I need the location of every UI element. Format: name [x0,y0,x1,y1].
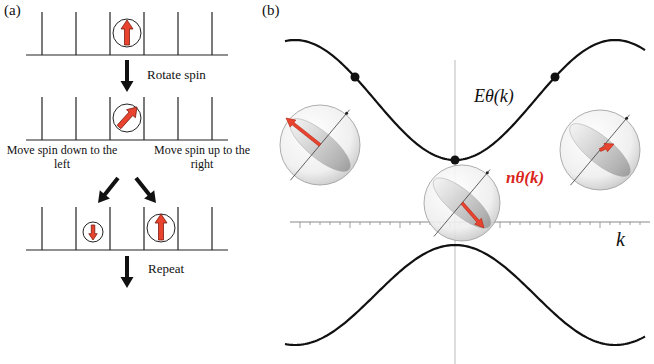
axis-tick [630,222,631,225]
step-label: Move spin up to the right [146,144,258,172]
axis-tick [590,222,591,225]
step-label: Rotate spin [147,68,206,83]
axis-tick [320,222,321,225]
lattice-wall [109,97,110,140]
spin-site [147,214,175,242]
axis-tick [400,222,401,228]
band-panel [280,40,650,364]
spin-arrow [155,214,167,240]
panel-label: (a) [4,2,21,19]
lattice-wall [177,207,178,250]
step-arrow [121,60,134,92]
axis-tick [350,222,351,228]
spin-arrow [121,20,133,45]
spin-arrow [89,225,97,240]
lattice-wall [41,207,42,250]
axis-tick [380,222,381,225]
spin-site [113,104,141,132]
axis-label: k [616,228,625,251]
lower-band [285,245,645,345]
axis-tick [310,222,311,225]
spin-arrow [117,107,137,129]
axis-tick [500,222,501,228]
axis-tick [330,222,331,225]
lattice-line [26,139,228,140]
vector-label: nθ(k) [506,168,544,188]
lattice-wall [143,97,144,140]
lattice-wall [75,12,76,55]
step-arrow [121,256,134,288]
lattice-wall [177,97,178,140]
axis-tick [550,222,551,228]
step-arrow [98,177,120,203]
lattice-wall [177,12,178,55]
band-point [451,156,460,165]
lattice-wall [109,12,110,55]
axis-tick [600,222,601,228]
bloch-sphere [280,105,360,185]
axis-tick [540,222,541,225]
axis-tick [370,222,371,225]
lattice-wall [211,97,212,140]
band-point [551,73,560,82]
lattice-wall [75,97,76,140]
axis-tick [410,222,411,225]
lattice-wall [143,12,144,55]
lattice-wall [143,207,144,250]
lattice-line [26,249,228,250]
axis-tick [610,222,611,225]
axis-tick [340,222,341,225]
lattice-line [26,54,228,55]
lattice-wall [75,207,76,250]
lattice-wall [109,207,110,250]
axis-tick [520,222,521,225]
axis-tick [420,222,421,225]
lattice-wall [211,12,212,55]
band-point [351,73,360,82]
axis-tick [530,222,531,225]
spin-site [113,19,141,47]
axis-tick [570,222,571,225]
step-label: Repeat [148,262,184,277]
axis-tick [510,222,511,225]
axis-tick [620,222,621,225]
panel-label: (b) [262,2,280,19]
lattice-wall [41,12,42,55]
spin-site [83,222,103,242]
axis-tick [300,222,301,228]
axis-tick [580,222,581,225]
bloch-sphere [424,165,500,241]
axis-tick [640,222,641,225]
bloch-sphere [560,110,640,190]
step-label: Move spin down to the left [6,144,118,172]
axis-tick [560,222,561,225]
band-label: Eθ(k) [474,86,514,107]
axis-tick [390,222,391,225]
lattice-wall [41,97,42,140]
lattice-wall [211,207,212,250]
axis-tick [360,222,361,225]
step-arrow [134,177,156,203]
